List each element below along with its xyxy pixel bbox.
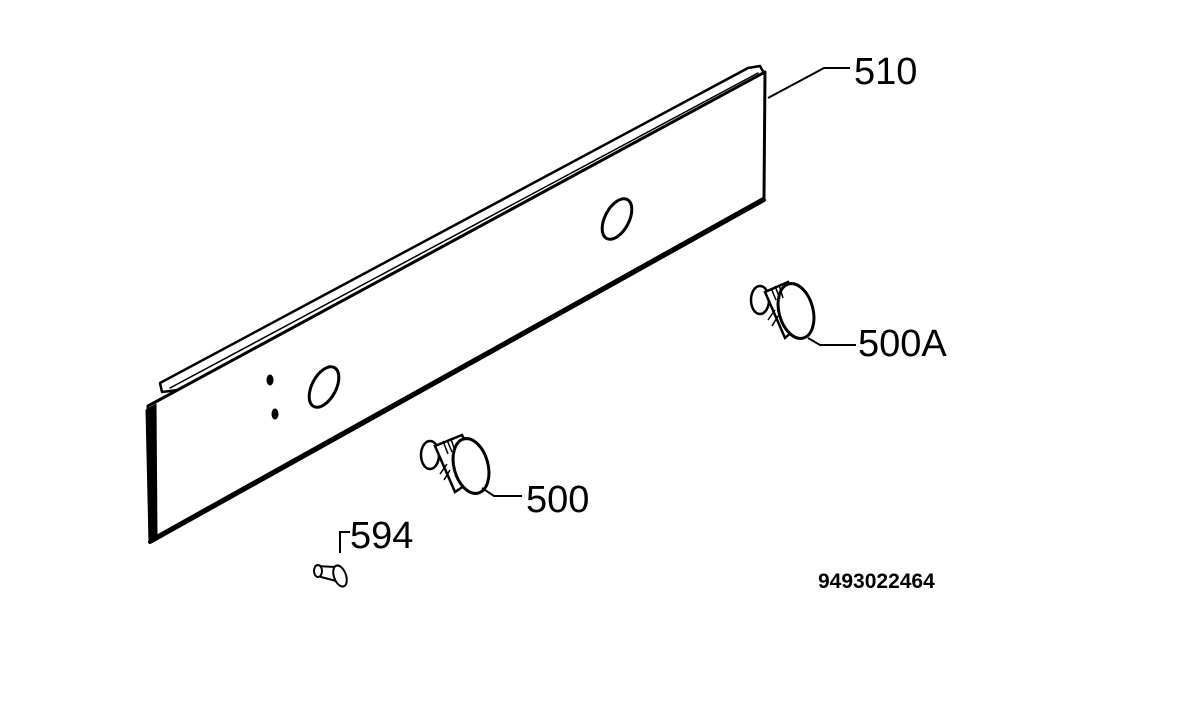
label-500: 500 [526, 479, 589, 521]
label-594: 594 [350, 515, 413, 557]
leader-510 [767, 67, 850, 99]
panel-rail-edge [169, 72, 759, 389]
leader-lines [339, 67, 856, 553]
panel-left-edge [145, 403, 158, 543]
screw-594-head [332, 564, 348, 588]
label-500a: 500A [858, 323, 947, 365]
screw-594-shank-end [313, 564, 323, 578]
panel-bottom-edge [148, 198, 766, 544]
panel-screw-hole-upper [266, 374, 274, 386]
leader-500 [481, 487, 522, 497]
label-510: 510 [854, 51, 917, 93]
leader-594 [339, 531, 350, 553]
knob-500 [419, 433, 491, 495]
knob-500-knurl [439, 438, 456, 481]
leader-500a [807, 337, 856, 346]
panel-screw-hole-lower [271, 408, 279, 420]
knob-500a-face [776, 282, 816, 340]
drawing-number: 9493022464 [818, 570, 935, 593]
control-panel [145, 64, 767, 544]
knob-500a-knurl [767, 284, 784, 327]
panel-knob-hole-right [600, 197, 634, 241]
screw-594 [313, 564, 348, 588]
knob-500a [749, 280, 816, 341]
panel-knob-hole-left [307, 365, 341, 409]
knob-500-face [451, 437, 491, 495]
